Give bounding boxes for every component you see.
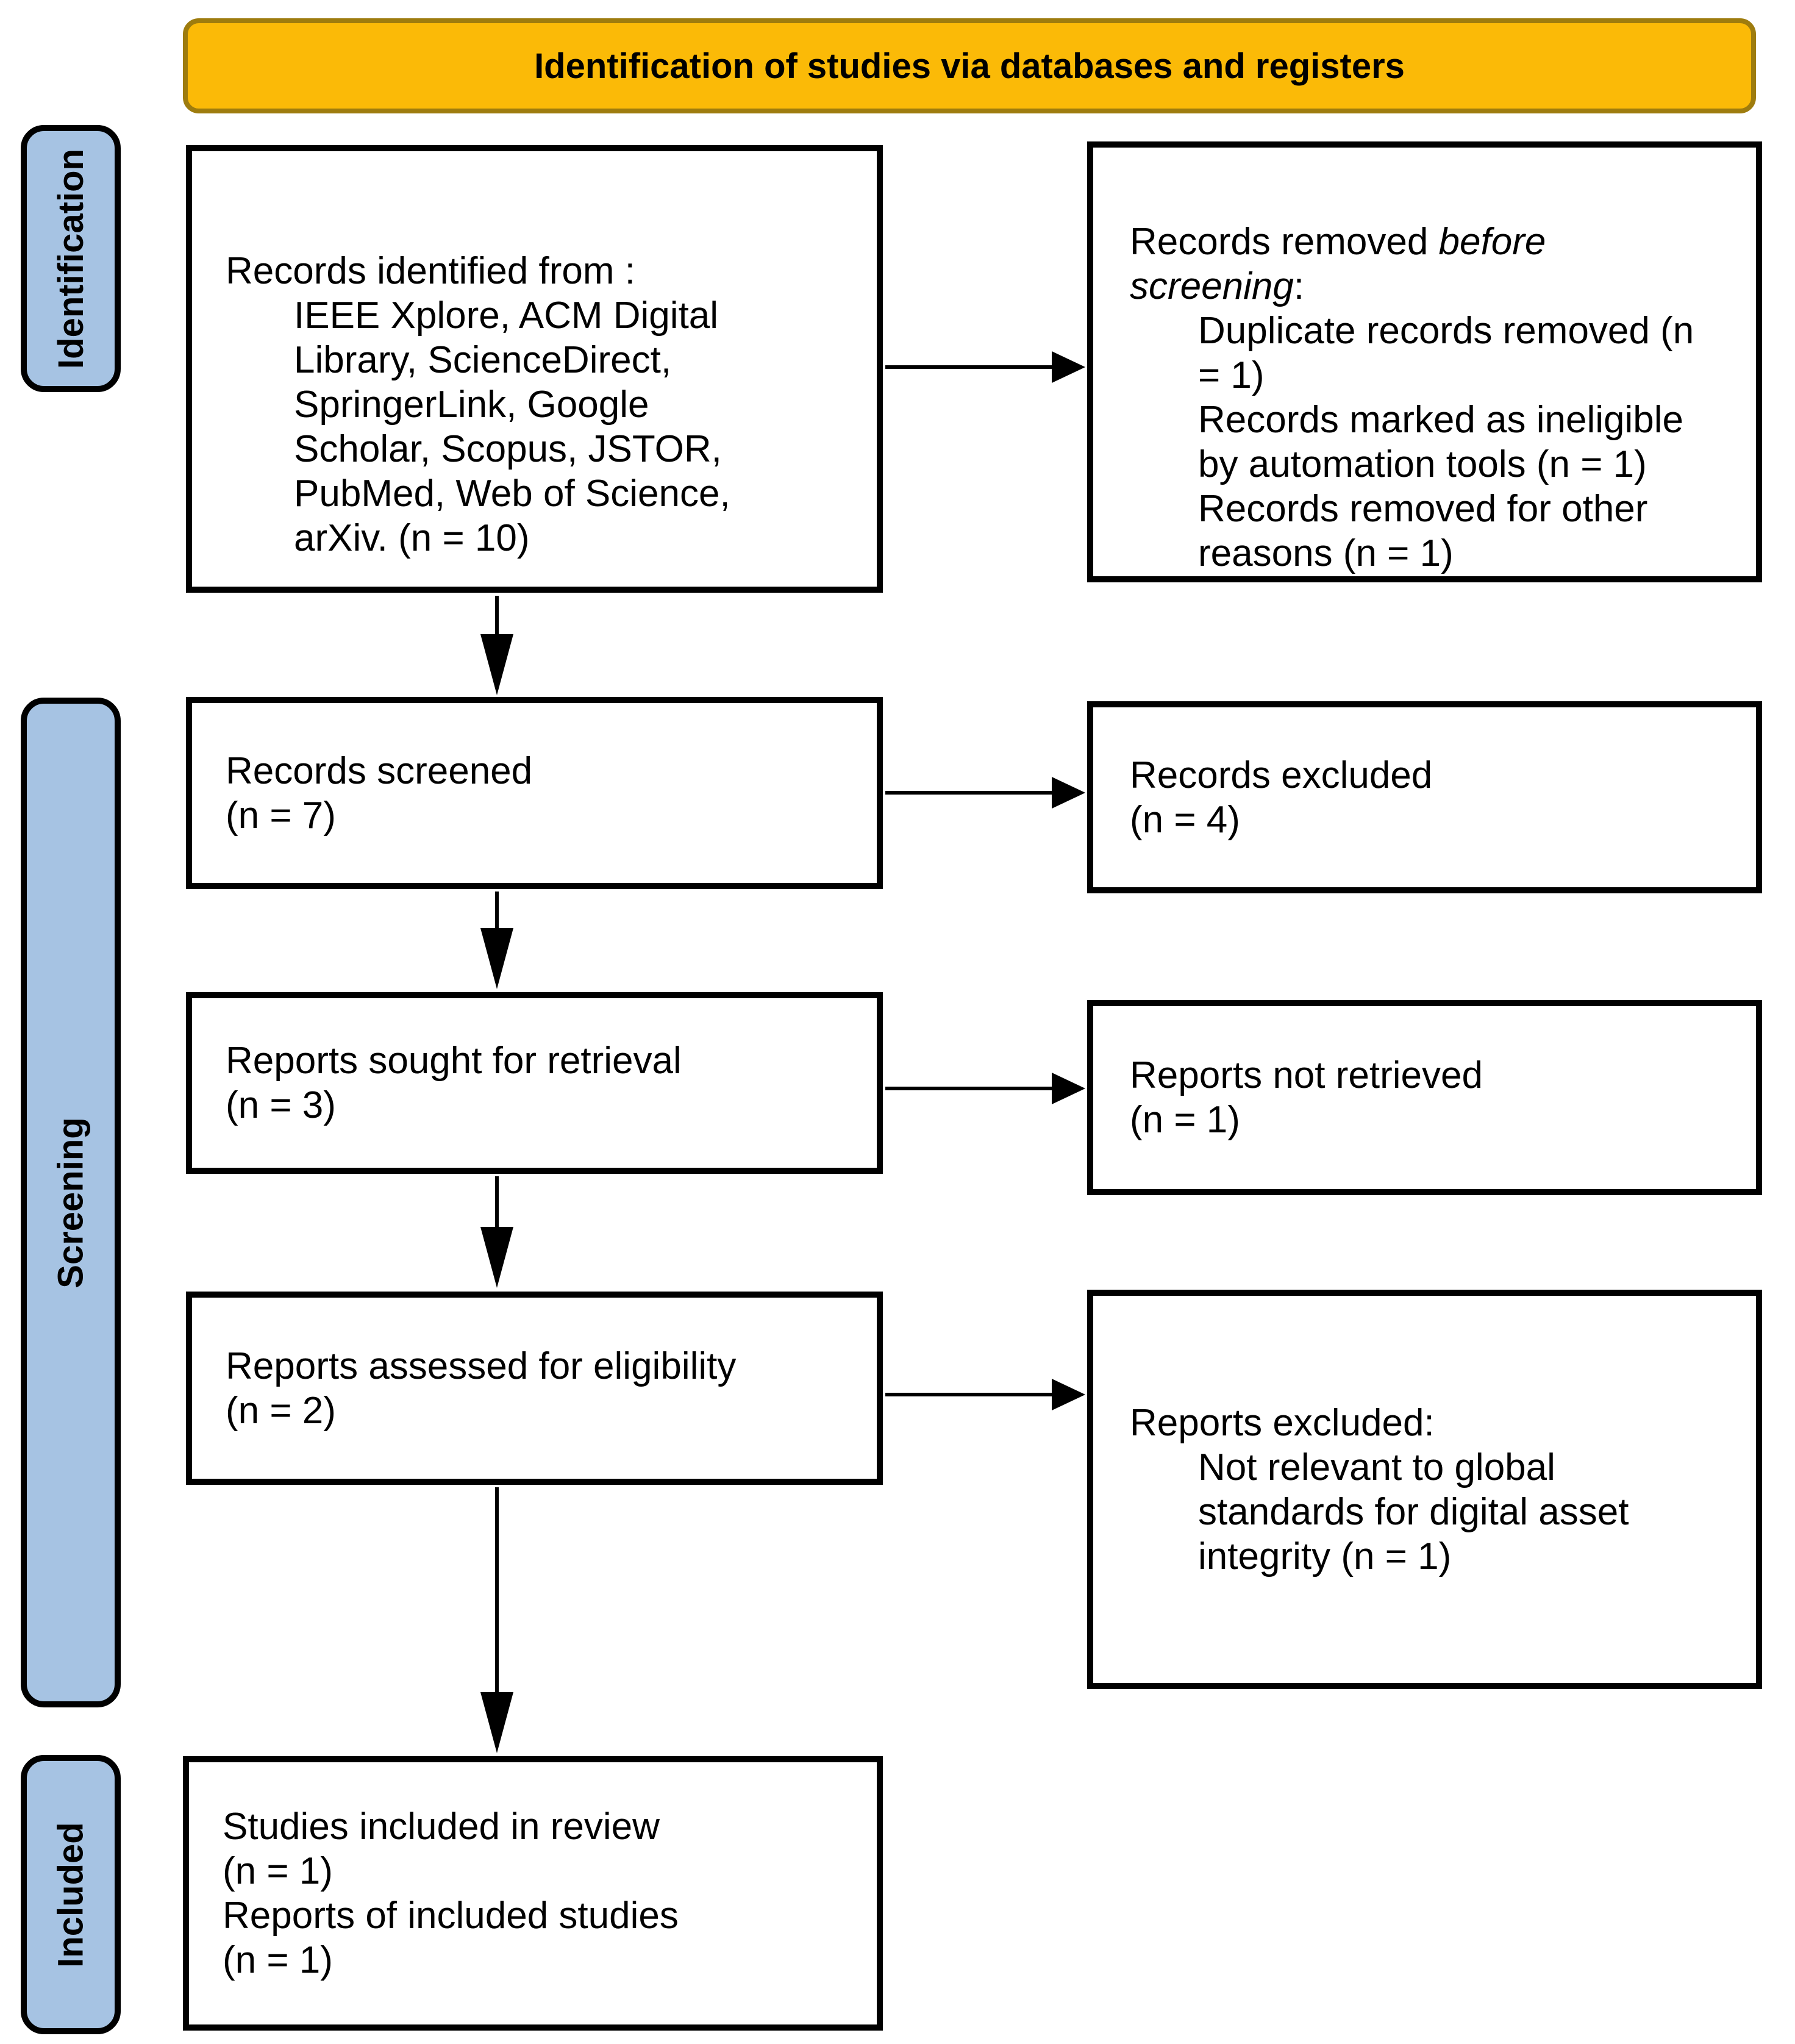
arrow-assessed-to-repexcluded (885, 1379, 1085, 1410)
reports-not-retrieved-label: Reports not retrieved (1130, 1054, 1483, 1096)
arrow-identified-to-removed (885, 351, 1085, 383)
arrow-sought-to-assessed (480, 1176, 513, 1288)
stage-label-screening-text: Screening (51, 1117, 91, 1288)
arrow-sought-to-notretrieved (885, 1073, 1085, 1104)
reports-excluded-intro: Reports excluded: (1130, 1401, 1435, 1444)
box-reports-assessed: Reports assessed for eligibility (n = 2) (186, 1292, 883, 1485)
records-removed-intro-italic: before screening (1130, 221, 1546, 307)
stage-label-included-text: Included (51, 1821, 91, 1968)
records-removed-items: Duplicate records removed (n= 1)Records … (1198, 310, 1694, 574)
stage-label-identification: Identification (21, 125, 121, 392)
box-records-removed: Records removed before screening: Duplic… (1087, 141, 1762, 582)
box-reports-excluded: Reports excluded: Not relevant to global… (1087, 1290, 1762, 1689)
records-excluded-label: Records excluded (1130, 754, 1433, 796)
diagram-title: Identification of studies via databases … (534, 46, 1405, 86)
reports-sought-label: Reports sought for retrieval (226, 1040, 682, 1082)
stage-label-identification-text: Identification (51, 148, 91, 369)
arrow-assessed-to-included (480, 1487, 513, 1753)
diagram-title-banner: Identification of studies via databases … (183, 18, 1756, 113)
reports-not-retrieved-count: (n = 1) (1130, 1099, 1240, 1141)
stage-label-screening: Screening (21, 698, 121, 1707)
reports-assessed-count: (n = 2) (226, 1389, 336, 1432)
box-studies-included: Studies included in review(n = 1)Reports… (183, 1756, 883, 2031)
box-records-screened: Records screened (n = 7) (186, 697, 883, 889)
records-excluded-count: (n = 4) (1130, 798, 1240, 841)
studies-included-text: Studies included in review(n = 1)Reports… (223, 1806, 679, 1981)
arrow-screened-to-sought (480, 892, 513, 989)
records-identified-intro: Records identified from : (226, 250, 635, 292)
arrow-screened-to-excluded (885, 777, 1085, 809)
records-screened-label: Records screened (226, 749, 533, 792)
stage-label-included: Included (21, 1755, 121, 2034)
box-reports-not-retrieved: Reports not retrieved (n = 1) (1087, 1000, 1762, 1195)
box-reports-sought: Reports sought for retrieval (n = 3) (186, 992, 883, 1174)
reports-assessed-label: Reports assessed for eligibility (226, 1345, 737, 1387)
records-screened-count: (n = 7) (226, 794, 336, 837)
box-records-identified: Records identified from : IEEE Xplore, A… (186, 145, 883, 593)
arrow-identified-to-screened (480, 596, 513, 695)
box-records-excluded: Records excluded (n = 4) (1087, 701, 1762, 893)
reports-sought-count: (n = 3) (226, 1084, 336, 1126)
records-removed-intro: Records removed before screening: (1130, 221, 1546, 307)
